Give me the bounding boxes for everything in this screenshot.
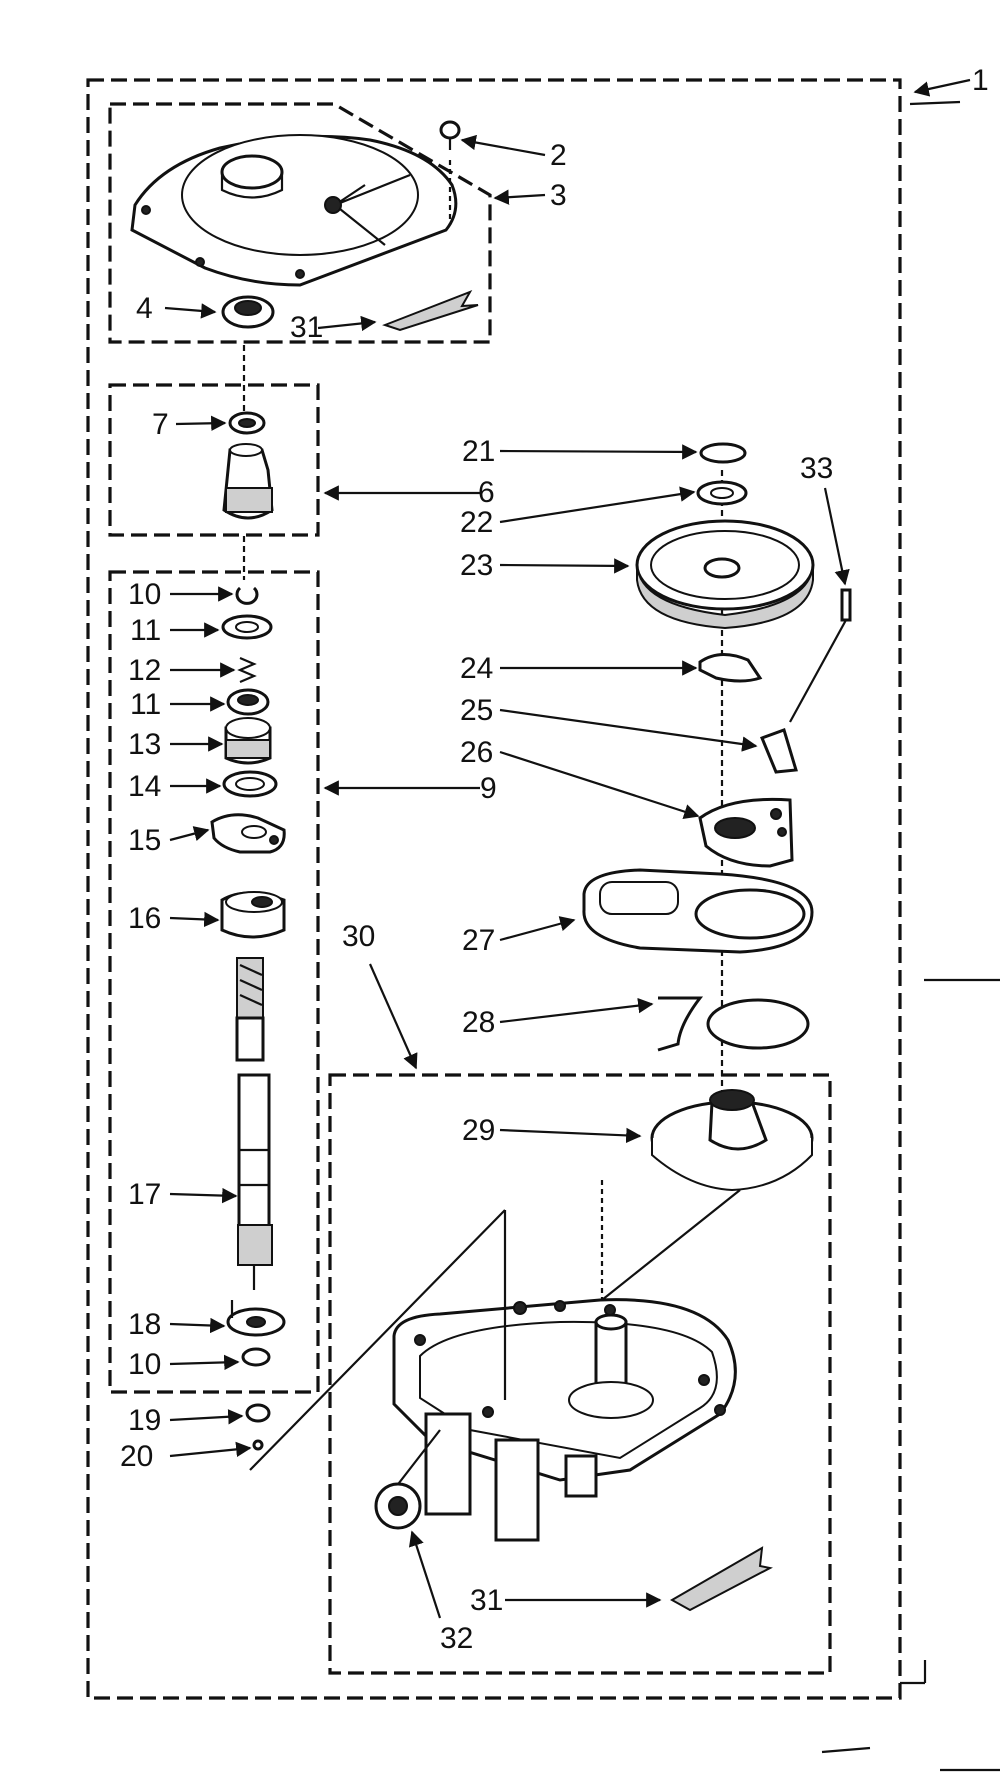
callout-11-lower: 11 <box>130 688 161 721</box>
callout-1: 1 <box>972 64 989 97</box>
washer-part-22 <box>696 480 748 506</box>
subassembly-box-9 <box>108 570 320 1394</box>
spring-part-12 <box>237 656 257 684</box>
callout-22: 22 <box>460 506 493 539</box>
callout-33: 33 <box>800 452 833 485</box>
callout-4: 4 <box>136 292 153 325</box>
callout-9: 9 <box>480 772 497 805</box>
spring-clip-part-28 <box>657 996 810 1052</box>
callout-16: 16 <box>128 902 161 935</box>
callout-2: 2 <box>550 139 567 172</box>
gear-case-cover <box>130 134 458 287</box>
callout-10-bottom: 10 <box>128 1348 161 1381</box>
callout-31-bottom: 31 <box>470 1584 503 1617</box>
bearing-part-11-lower <box>226 688 270 716</box>
callout-23: 23 <box>460 549 493 582</box>
callout-32: 32 <box>440 1622 473 1655</box>
callout-14: 14 <box>128 770 161 803</box>
pulley-part-32 <box>374 1482 422 1530</box>
callout-25: 25 <box>460 694 493 727</box>
callout-7: 7 <box>152 408 169 441</box>
callout-labels: 1 2 3 4 31 7 6 10 11 12 11 13 14 9 15 16… <box>120 64 989 1655</box>
assembly-boundary-1 <box>86 78 902 1700</box>
callout-24: 24 <box>460 652 493 685</box>
sealant-tube-31-bottom <box>669 1546 773 1612</box>
ball-part-20 <box>252 1439 264 1451</box>
pin-part-33 <box>789 588 852 723</box>
pinion-part-6 <box>222 443 274 520</box>
nut-part-7 <box>228 411 266 435</box>
callout-11-top: 11 <box>130 614 161 647</box>
subassembly-box-3 <box>108 102 492 344</box>
cam-part-15 <box>210 813 286 854</box>
sealant-tube-31-top <box>382 290 479 332</box>
callout-3: 3 <box>550 179 567 212</box>
callout-6: 6 <box>478 476 495 509</box>
callout-21: 21 <box>462 435 495 468</box>
retaining-ring-part-21 <box>699 442 747 464</box>
subassembly-box-6 <box>108 383 320 537</box>
callout-18: 18 <box>128 1308 161 1341</box>
ball-part-19 <box>245 1403 271 1423</box>
washer-part-14 <box>222 770 278 798</box>
pulley-part-29 <box>650 1089 814 1192</box>
screw-part-2 <box>439 120 461 225</box>
callout-30: 30 <box>342 920 375 953</box>
callout-10-top: 10 <box>128 578 161 611</box>
washer-part-18 <box>226 1300 286 1337</box>
plate-part-26 <box>698 797 794 868</box>
leader-lines <box>164 78 1000 1772</box>
washer-part-11-top <box>221 614 273 640</box>
callout-28: 28 <box>462 1006 495 1039</box>
callout-12: 12 <box>128 654 161 687</box>
cam-part-16 <box>220 891 286 939</box>
retaining-ring-part-10-top <box>235 586 259 605</box>
callout-29: 29 <box>462 1114 495 1147</box>
callout-13: 13 <box>128 728 161 761</box>
callout-19: 19 <box>128 1404 161 1437</box>
seal-part-4 <box>221 295 275 329</box>
callout-20: 20 <box>120 1440 153 1473</box>
agitator-shaft-part-17 <box>235 957 273 1290</box>
callout-26: 26 <box>460 736 493 769</box>
subassembly-box-30 <box>328 1073 832 1675</box>
bracket-part-25 <box>760 728 798 774</box>
callout-15: 15 <box>128 824 161 857</box>
callout-31-top: 31 <box>290 311 323 344</box>
shift-fork-part-27 <box>582 868 814 954</box>
gear-case-part-30 <box>391 1180 741 1542</box>
axis-line <box>249 1209 506 1471</box>
retaining-ring-part-10-bottom <box>241 1347 271 1367</box>
callout-17: 17 <box>128 1178 161 1211</box>
clip-part-24 <box>698 653 763 683</box>
drive-gear-part-23 <box>635 519 815 630</box>
callout-27: 27 <box>462 924 495 957</box>
gear-part-13 <box>224 717 272 765</box>
